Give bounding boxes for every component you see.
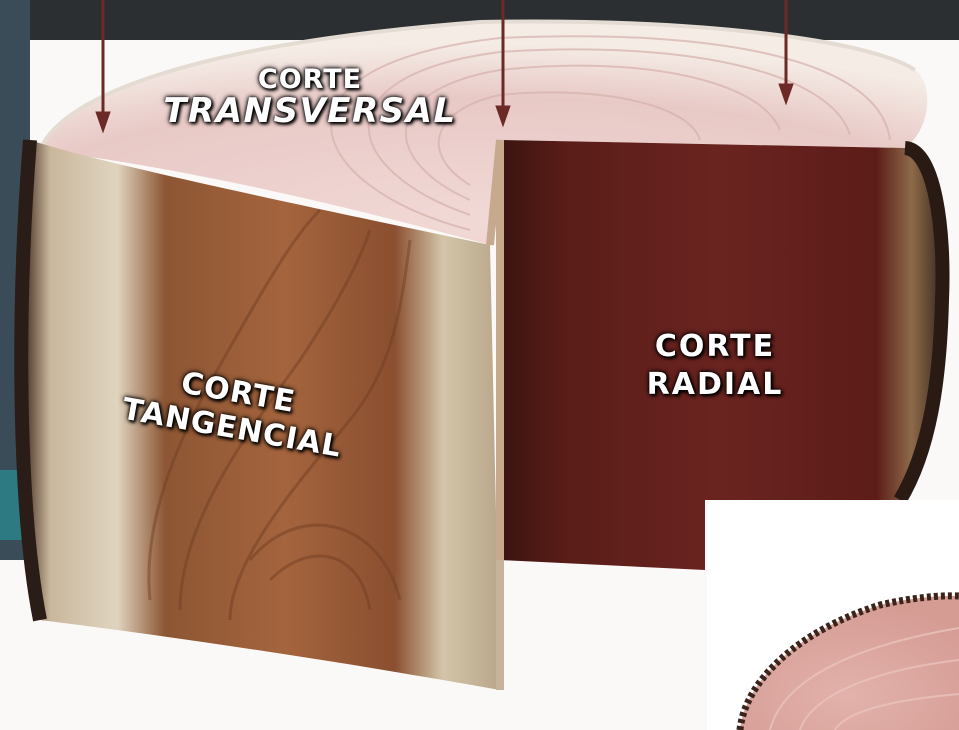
label-line: RADIAL	[620, 366, 810, 404]
label-line: CORTE	[620, 328, 810, 366]
label-line: TRANSVERSAL	[140, 94, 480, 130]
label-corte-radial: CORTE RADIAL	[620, 328, 810, 403]
label-corte-transversal: CORTE TRANSVERSAL	[140, 66, 480, 130]
